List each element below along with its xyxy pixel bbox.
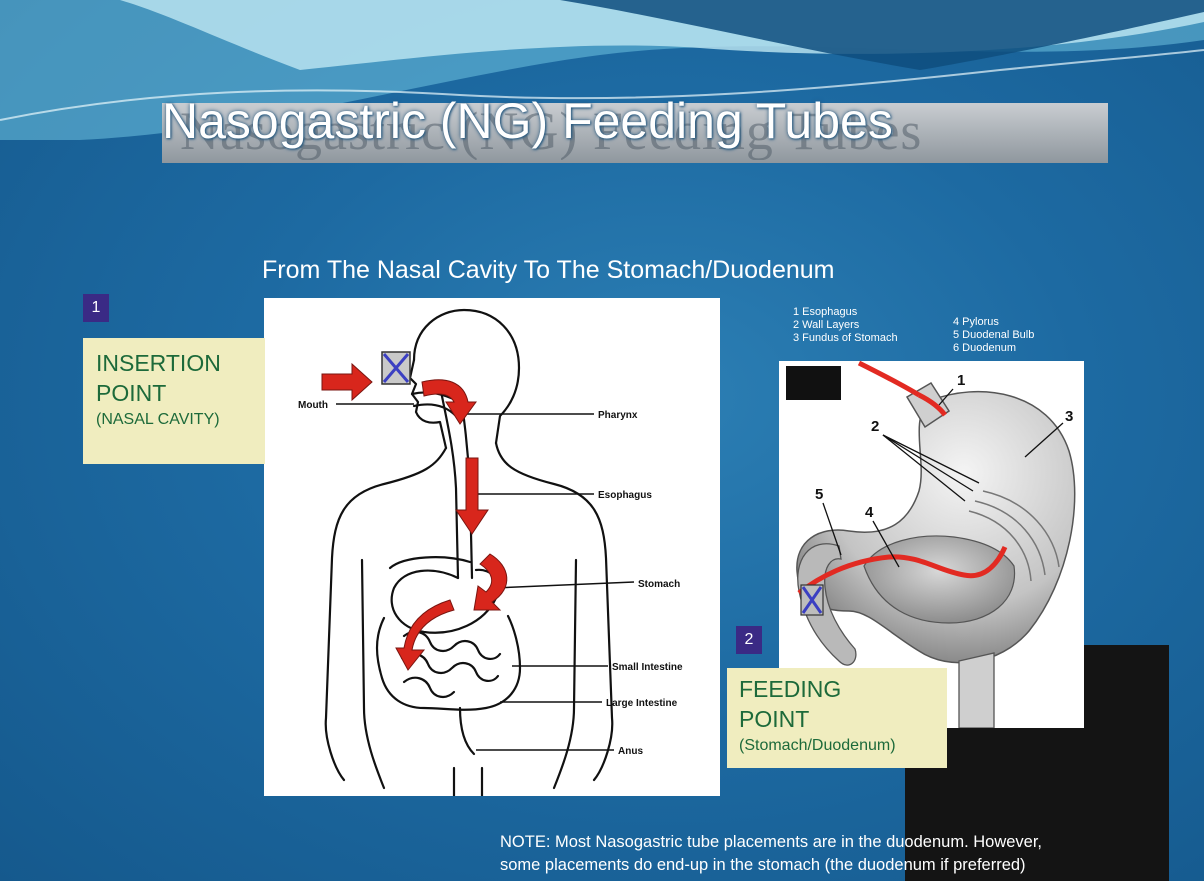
legend-item: 1 Esophagus [793,306,898,319]
subtitle: From The Nasal Cavity To The Stomach/Duo… [262,256,835,285]
callout-feeding-point: FEEDING POINT (Stomach/Duodenum) [727,668,947,768]
callout-2-badge: 2 [736,626,762,654]
stomach-number-4: 4 [865,504,874,521]
arrow-esophagus [456,458,488,534]
callout-2-line1: FEEDING [739,674,896,704]
legend-item: 3 Fundus of Stomach [793,332,898,345]
legend-item: 5 Duodenal Bulb [953,329,1034,342]
legend-item: 2 Wall Layers [793,319,898,332]
label-mouth: Mouth [298,400,328,411]
note-text: NOTE: Most Nasogastric tube placements a… [500,831,1200,877]
callout-1-line2: POINT [96,378,221,408]
label-anus: Anus [618,746,643,757]
tube-glyph [801,585,823,615]
stomach-number-5: 5 [815,486,823,503]
legend-item: 4 Pylorus [953,316,1034,329]
dark-block-small [786,366,841,400]
label-esophagus: Esophagus [598,490,652,501]
label-large-intestine: Large Intestine [606,698,678,709]
label-stomach: Stomach [638,579,680,590]
callout-2-line2: POINT [739,704,896,734]
stomach-legend-left: 1 Esophagus 2 Wall Layers 3 Fundus of St… [793,306,898,345]
label-small-intestine: Small Intestine [612,662,683,673]
stomach-legend-right: 4 Pylorus 5 Duodenal Bulb 6 Duodenum [953,316,1034,355]
note-line-2: some placements do end-up in the stomach… [500,854,1200,877]
arrow-nose [322,364,372,400]
callout-insertion-point: INSERTION POINT (NASAL CAVITY) [83,338,265,464]
legend-item: 6 Duodenum [953,342,1034,355]
callout-1-line1: INSERTION [96,348,221,378]
arrow-pharynx [422,380,476,424]
callout-1-line3: (NASAL CAVITY) [96,408,221,432]
tube-glyph [382,352,410,384]
label-pharynx: Pharynx [598,410,638,421]
callout-1-badge: 1 [83,294,109,322]
arrow-stomach [474,554,507,610]
stomach-number-1: 1 [957,372,965,389]
note-line-1: NOTE: Most Nasogastric tube placements a… [500,831,1200,854]
page-title: Nasogastric (NG) Feeding Tubes [162,92,893,150]
body-diagram-panel: Mouth Pharynx Esophagus Stomach Small In… [264,298,720,796]
callout-2-line3: (Stomach/Duodenum) [739,734,896,758]
body-diagram: Mouth Pharynx Esophagus Stomach Small In… [264,298,720,796]
stomach-number-2: 2 [871,418,879,435]
stomach-number-3: 3 [1065,408,1073,425]
